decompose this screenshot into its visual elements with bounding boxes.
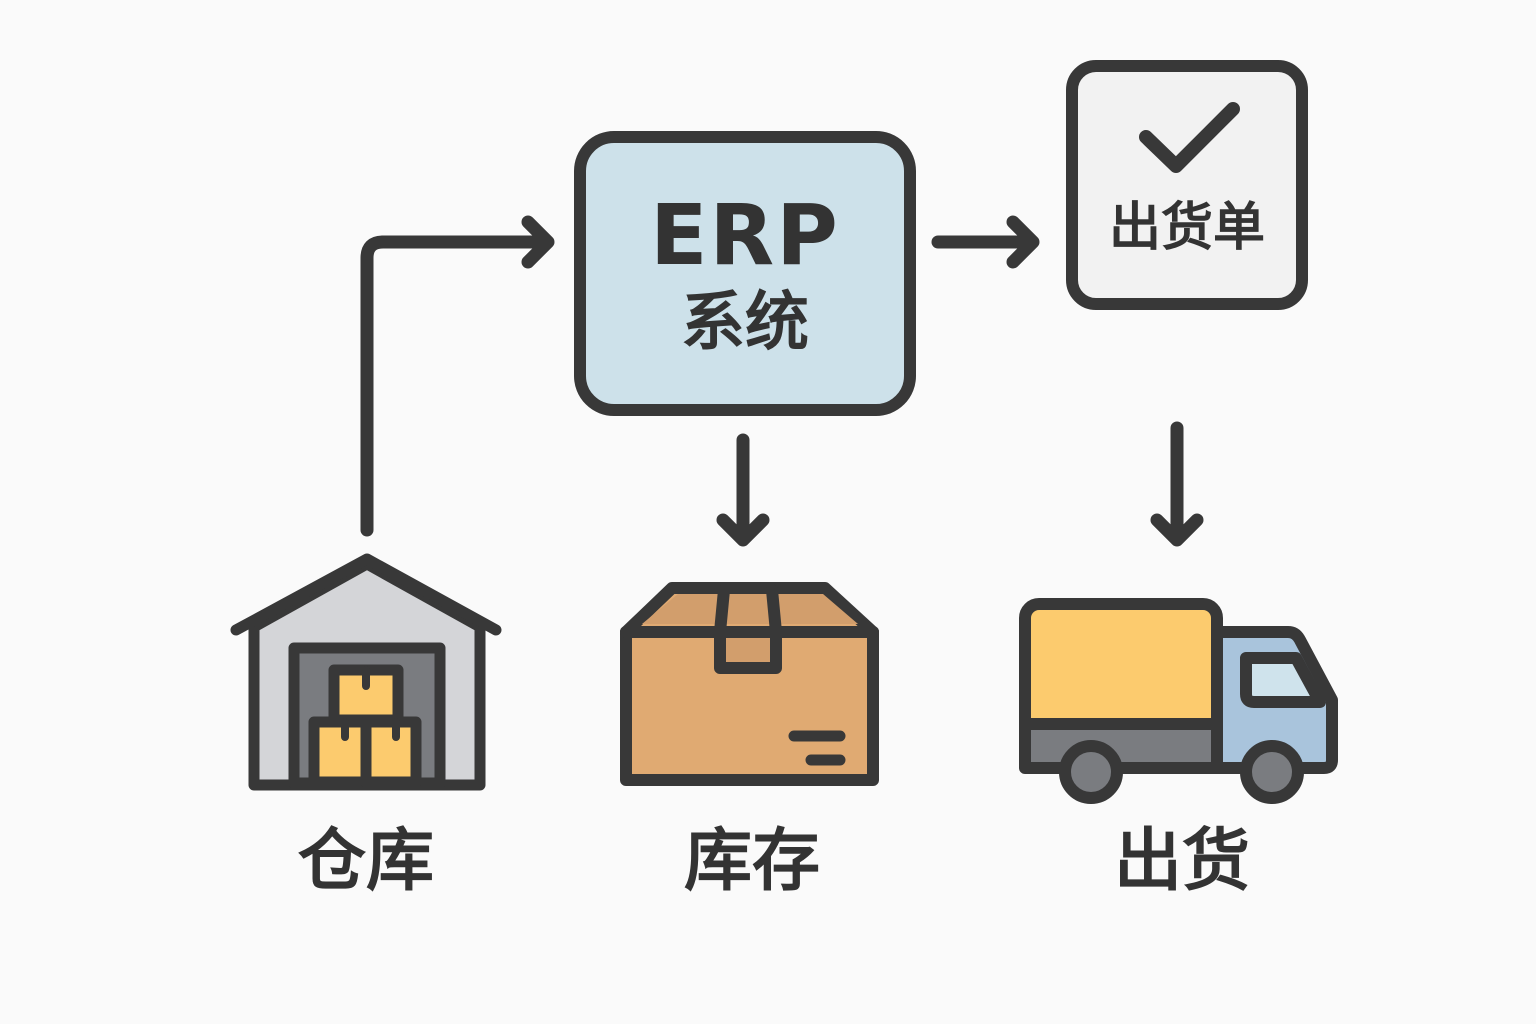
arrowhead-warehouse-to-erp <box>521 215 555 269</box>
shipment-label: 出货 <box>1113 822 1250 901</box>
arrowhead-shipping-order-to-shipment <box>1150 513 1204 547</box>
inventory-label: 库存 <box>683 822 820 901</box>
erp-node-title: ERP <box>650 186 840 284</box>
warehouse-icon[interactable] <box>230 553 502 791</box>
shipping-order-label: 出货单 <box>1108 198 1265 258</box>
shipping-order-node[interactable] <box>1066 60 1308 310</box>
arrow-warehouse-to-erp <box>360 235 552 537</box>
erp-node-subtitle: 系统 <box>681 286 809 360</box>
arrowhead-erp-to-inventory <box>716 513 770 547</box>
warehouse-label: 仓库 <box>297 822 434 901</box>
checkmark-icon <box>1139 102 1240 173</box>
arrowhead-erp-to-shipping-order <box>1006 215 1040 269</box>
erp-system-node[interactable] <box>574 131 916 416</box>
package-box-icon[interactable] <box>620 582 879 786</box>
delivery-truck-icon[interactable] <box>1019 598 1338 804</box>
